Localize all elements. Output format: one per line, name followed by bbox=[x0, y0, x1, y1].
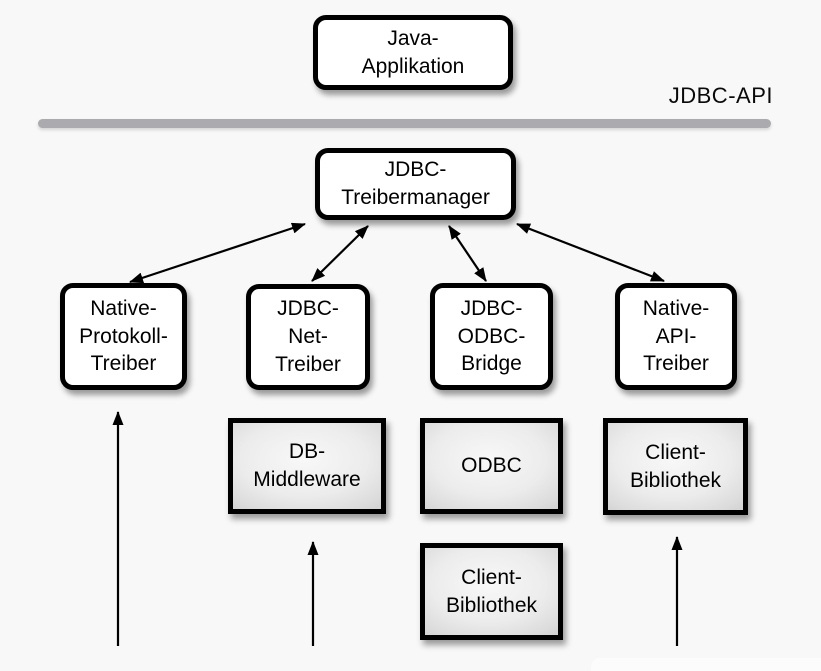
double-arrow-treibermanager-jdbc-net-icon bbox=[311, 225, 369, 282]
node-jdbc-net-treiber: JDBC- Net- Treiber bbox=[246, 284, 370, 390]
node-db-middleware: DB- Middleware bbox=[228, 418, 386, 514]
node-jdbc-treibermanager: JDBC- Treibermanager bbox=[315, 148, 516, 220]
node-native-protokoll-treiber: Native- Protokoll- Treiber bbox=[60, 283, 187, 390]
node-jdbc-odbc-bridge: JDBC- ODBC- Bridge bbox=[430, 283, 553, 390]
partial-box-bottom-right bbox=[591, 658, 821, 671]
node-java-applikation: Java- Applikation bbox=[313, 15, 513, 90]
node-client-bibliothek-right: Client- Bibliothek bbox=[603, 418, 748, 515]
node-odbc: ODBC bbox=[420, 418, 563, 514]
jdbc-api-label: JDBC-API bbox=[668, 83, 773, 108]
jdbc-api-divider-line bbox=[38, 119, 771, 128]
double-arrow-treibermanager-native-protokoll-icon bbox=[129, 222, 306, 284]
node-client-bibliothek-bottom: Client- Bibliothek bbox=[420, 543, 563, 640]
node-native-api-treiber: Native- API- Treiber bbox=[615, 283, 737, 390]
double-arrow-treibermanager-native-api-icon bbox=[516, 222, 665, 283]
double-arrow-treibermanager-jdbc-odbc-icon bbox=[448, 225, 487, 282]
